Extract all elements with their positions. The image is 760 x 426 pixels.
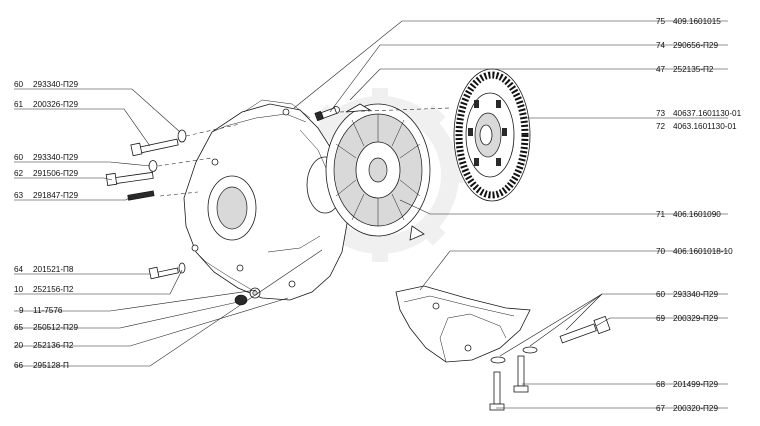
callout-number: 60 (14, 80, 24, 89)
callout-code: 293340-П29 (33, 80, 78, 89)
bolt-64 (148, 262, 186, 280)
callout-number: 47 (656, 65, 666, 74)
callout-number: 75 (656, 17, 666, 26)
callout-number: 68 (656, 380, 666, 389)
callout-number: 20 (14, 341, 24, 350)
bearing-65 (234, 294, 248, 306)
washer-60-a (177, 129, 187, 143)
callout-number: 71 (656, 210, 666, 219)
washer-60-c (490, 346, 538, 364)
callout-code: 201499-П29 (673, 380, 718, 389)
callout-number: 62 (14, 169, 24, 178)
callout-code: 406.1601090 (673, 210, 721, 219)
callout-code: 200320-П29 (673, 404, 718, 413)
callout-number: 61 (14, 100, 24, 109)
callout-code: 252135-П2 (673, 65, 714, 74)
bolt-61 (130, 138, 179, 157)
bolt-68 (513, 355, 529, 393)
leader-lines (14, 20, 728, 409)
bolt-67 (489, 371, 505, 411)
callout-number: 69 (656, 314, 666, 323)
callout-labels: 75 409.1601015 74 290656-П29 47 252135-П… (14, 17, 742, 413)
callout-number: 73 (656, 109, 666, 118)
washer-60-b (148, 160, 158, 172)
callout-code: 291506-П29 (33, 169, 78, 178)
callout-code: 293340-П29 (673, 290, 718, 299)
callout-code: 40637.1601130-01 (673, 109, 742, 118)
callout-code: 409.1601015 (673, 17, 721, 26)
clutch-cover-lower (395, 285, 531, 363)
bolt-69 (559, 315, 611, 344)
callout-code: 406.1601018-10 (673, 247, 733, 256)
bolt-74 (314, 107, 338, 122)
callout-code: 293340-П29 (33, 153, 78, 162)
callout-number: 72 (656, 122, 666, 131)
callout-number: 74 (656, 41, 666, 50)
callout-code: 252156-П2 (33, 285, 74, 294)
callout-code: 200329-П29 (673, 314, 718, 323)
callout-number: 63 (14, 191, 24, 200)
callout-number: 60 (656, 290, 666, 299)
callout-code: 291847-П29 (33, 191, 78, 200)
callout-number: 9 (19, 306, 24, 315)
stud-63 (127, 190, 155, 201)
bolt-62 (105, 171, 154, 186)
callout-code: 201521-П8 (33, 265, 74, 274)
callout-number: 65 (14, 323, 24, 332)
driven-disc (453, 68, 531, 202)
callout-code: 252136-П2 (33, 341, 74, 350)
callout-number: 64 (14, 265, 24, 274)
callout-number: 70 (656, 247, 666, 256)
callout-code: 290656-П29 (673, 41, 718, 50)
callout-number: 60 (14, 153, 24, 162)
callout-code: 4063.1601130-01 (673, 122, 737, 131)
callout-number: 67 (656, 404, 666, 413)
callout-number: 66 (14, 361, 24, 370)
pressure-plate (325, 103, 431, 241)
callout-code: 295128-П (33, 361, 69, 370)
callout-code: 200326-П29 (33, 100, 78, 109)
callout-code: 11-7576 (33, 306, 63, 315)
callout-code: 250512-П29 (33, 323, 78, 332)
callout-number: 10 (14, 285, 24, 294)
